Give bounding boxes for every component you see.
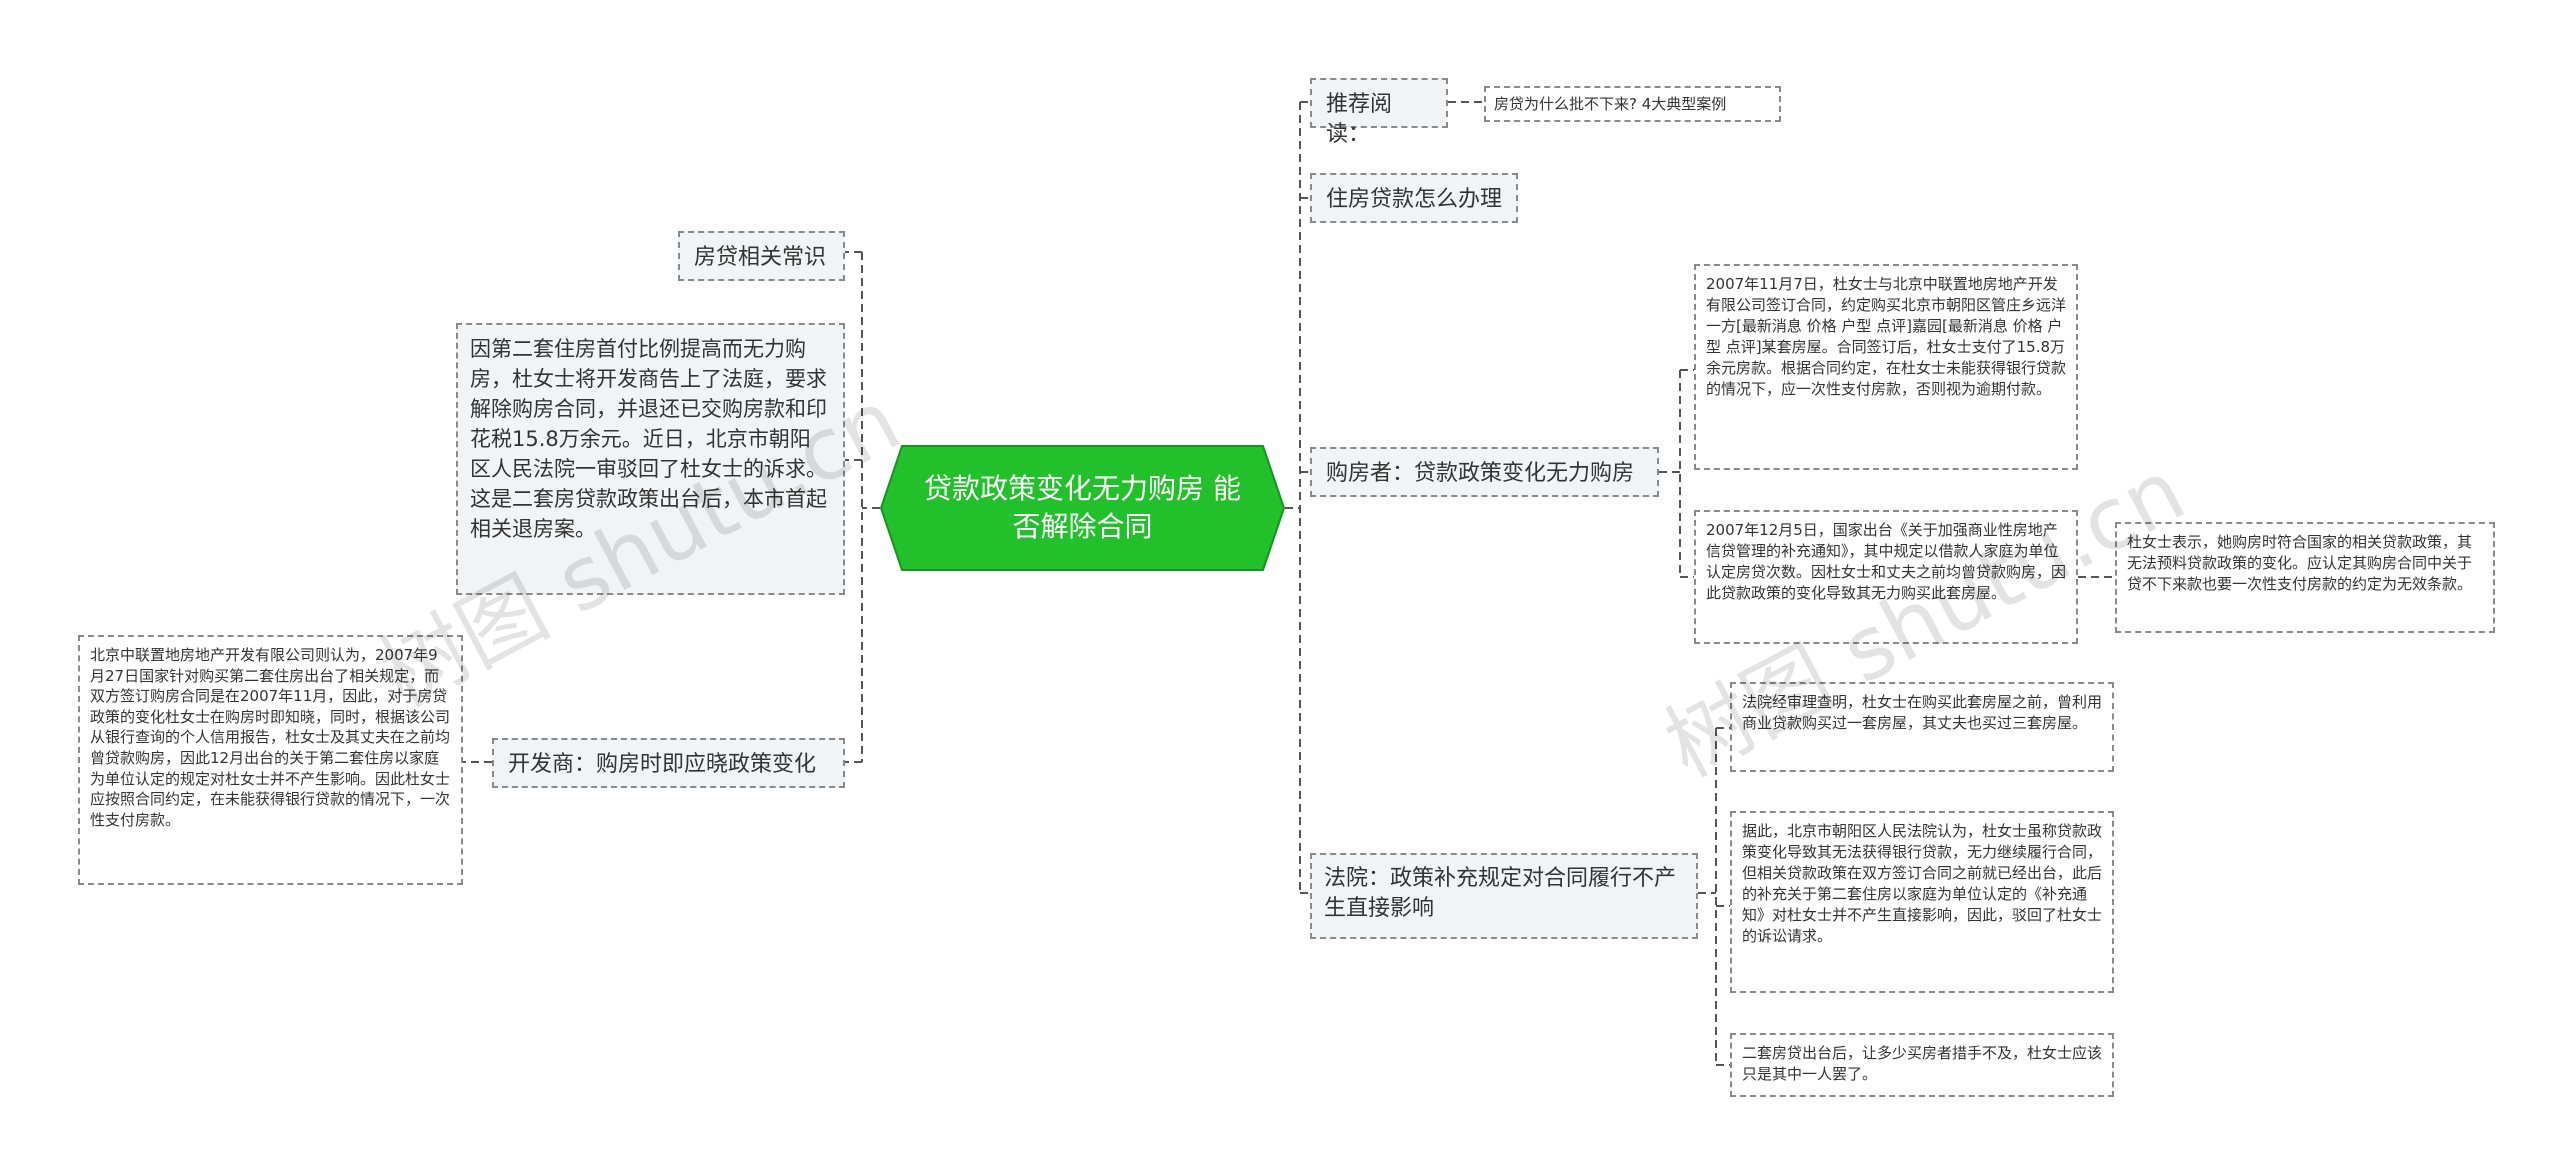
- topic-buyer[interactable]: 购房者：贷款政策变化无力购房: [1310, 447, 1659, 497]
- court-detail-3[interactable]: 二套房贷出台后，让多少买房者措手不及，杜女士应该只是其中一人罢了。: [1730, 1033, 2114, 1097]
- topic-summary[interactable]: 因第二套住房首付比例提高而无力购房，杜女士将开发商告上了法庭，要求解除购房合同，…: [456, 323, 845, 595]
- topic-court[interactable]: 法院：政策补充规定对合同履行不产生直接影响: [1310, 853, 1698, 939]
- court-detail-2[interactable]: 据此，北京市朝阳区人民法院认为，杜女士虽称贷款政策变化导致其无法获得银行贷款，无…: [1730, 811, 2114, 993]
- court-detail-1[interactable]: 法院经审理查明，杜女士在购买此套房屋之前，曾利用商业贷款购买过一套房屋，其丈夫也…: [1730, 682, 2114, 772]
- topic-developer[interactable]: 开发商：购房时即应晓政策变化: [492, 738, 845, 788]
- buyer-detail-2-child[interactable]: 杜女士表示，她购房时符合国家的相关贷款政策，其无法预料贷款政策的变化。应认定其购…: [2115, 522, 2495, 633]
- root-topic-label: 贷款政策变化无力购房 能否解除合同: [924, 472, 1241, 543]
- recommend-link[interactable]: 房贷为什么批不下来? 4大典型案例: [1484, 86, 1781, 122]
- topic-knowledge[interactable]: 房贷相关常识: [678, 231, 845, 281]
- root-hexagon-shape: [880, 445, 1285, 571]
- buyer-detail-1[interactable]: 2007年11月7日，杜女士与北京中联置地房地产开发有限公司签订合同，约定购买北…: [1694, 264, 2078, 470]
- developer-detail[interactable]: 北京中联置地房地产开发有限公司则认为，2007年9月27日国家针对购买第二套住房…: [78, 635, 463, 885]
- root-topic[interactable]: 贷款政策变化无力购房 能否解除合同: [880, 445, 1285, 571]
- buyer-detail-2[interactable]: 2007年12月5日，国家出台《关于加强商业性房地产信贷管理的补充通知》，其中规…: [1694, 510, 2078, 644]
- topic-recommend[interactable]: 推荐阅读：: [1310, 78, 1448, 147]
- topic-howto[interactable]: 住房贷款怎么办理: [1310, 173, 1518, 223]
